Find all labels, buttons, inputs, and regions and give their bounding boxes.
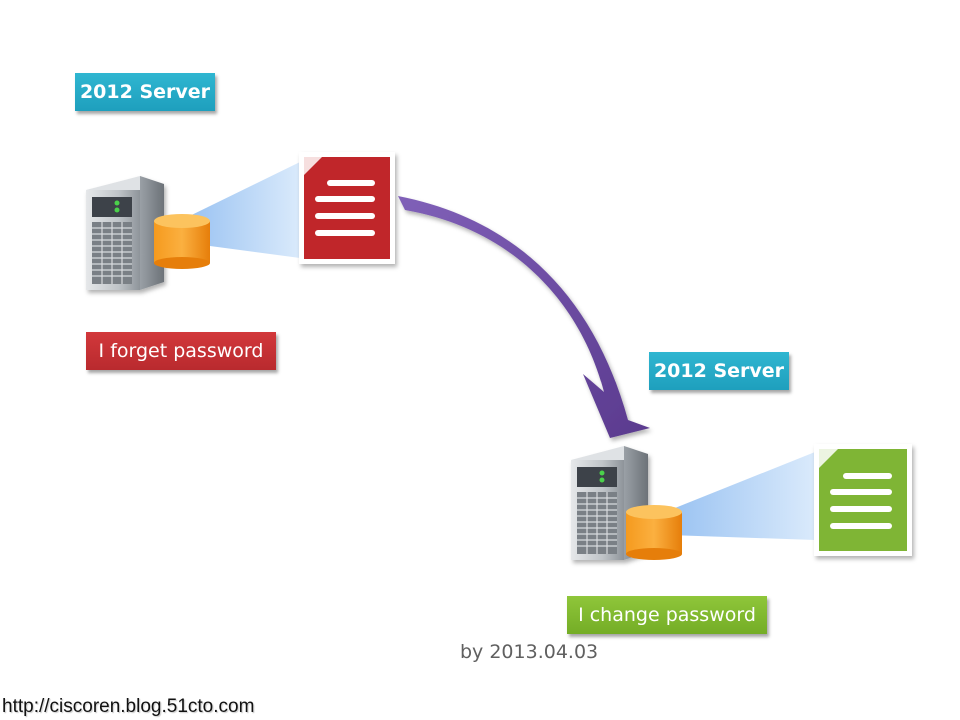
source-server-caption: I forget password — [86, 332, 276, 370]
database-icon — [154, 214, 210, 269]
target-server-caption: I change password — [567, 596, 767, 634]
beam-target — [640, 452, 815, 540]
database-icon — [626, 505, 682, 560]
source-server-title: 2012 Server — [75, 73, 215, 111]
transfer-arrow — [398, 196, 650, 438]
server-icon — [86, 176, 164, 290]
document-icon-red — [299, 152, 395, 264]
source-url-watermark: http://ciscoren.blog.51cto.com — [2, 696, 255, 717]
date-note: by 2013.04.03 — [460, 641, 599, 663]
target-server-title: 2012 Server — [649, 352, 789, 390]
document-icon-green — [814, 444, 912, 556]
